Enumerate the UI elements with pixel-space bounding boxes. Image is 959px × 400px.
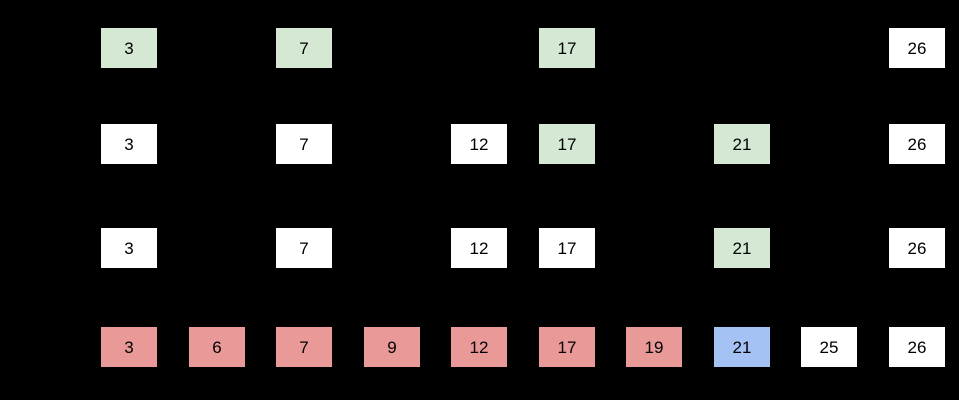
value-cell-9[interactable]: 9 (364, 327, 420, 367)
value-cell-17[interactable]: 17 (539, 28, 595, 68)
value-cell-21[interactable]: 21 (714, 228, 770, 268)
value-cell-26[interactable]: 26 (889, 28, 945, 68)
value-cell-3[interactable]: 3 (101, 228, 157, 268)
value-cell-3[interactable]: 3 (101, 327, 157, 367)
value-cell-7[interactable]: 7 (276, 228, 332, 268)
diagram-row-2: 3 7 12 17 21 26 (0, 124, 959, 164)
value-cell-7[interactable]: 7 (276, 124, 332, 164)
value-cell-26[interactable]: 26 (889, 327, 945, 367)
value-cell-26[interactable]: 26 (889, 228, 945, 268)
diagram-row-3: 3 7 12 17 21 26 (0, 228, 959, 268)
diagram-row-1: 3 7 17 26 (0, 28, 959, 68)
value-cell-6[interactable]: 6 (189, 327, 245, 367)
value-cell-26[interactable]: 26 (889, 124, 945, 164)
value-cell-7[interactable]: 7 (276, 327, 332, 367)
value-cell-3[interactable]: 3 (101, 124, 157, 164)
value-cell-19[interactable]: 19 (626, 327, 682, 367)
value-cell-12[interactable]: 12 (451, 124, 507, 164)
value-cell-17[interactable]: 17 (539, 124, 595, 164)
value-cell-3[interactable]: 3 (101, 28, 157, 68)
value-cell-25[interactable]: 25 (801, 327, 857, 367)
value-cell-17[interactable]: 17 (539, 327, 595, 367)
value-cell-21[interactable]: 21 (714, 124, 770, 164)
value-cell-21[interactable]: 21 (714, 327, 770, 367)
value-cell-7[interactable]: 7 (276, 28, 332, 68)
value-cell-17[interactable]: 17 (539, 228, 595, 268)
value-cell-12[interactable]: 12 (451, 228, 507, 268)
value-cell-12[interactable]: 12 (451, 327, 507, 367)
